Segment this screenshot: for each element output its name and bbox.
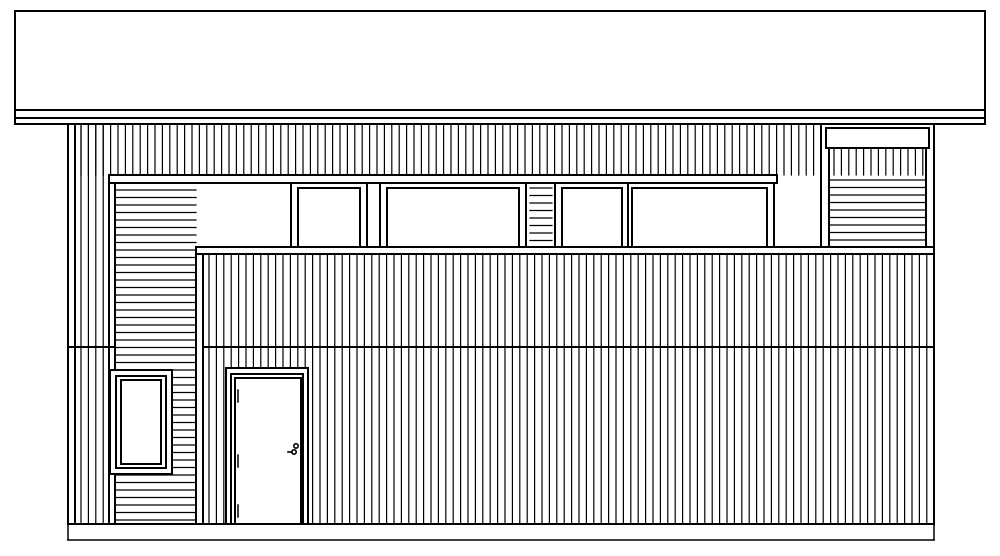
vertical-siding-front-volume (208, 253, 928, 525)
door-handle-icon (287, 442, 299, 455)
roof-fascia (14, 10, 986, 125)
vertical-siding-upper-wall (80, 123, 815, 176)
vertical-siding-right-top (833, 147, 924, 176)
vertical-siding-main-left (80, 123, 104, 525)
clerestory-window-2 (379, 182, 527, 248)
horizontal-siding-right-panel (828, 179, 927, 241)
horizontal-siding-mid-pier (529, 187, 553, 242)
entry-door (225, 367, 309, 525)
side-window (109, 369, 173, 475)
clerestory-window-1 (290, 182, 368, 248)
ground-line (67, 523, 935, 541)
right-upper-inset (820, 123, 935, 248)
clerestory-window-4 (627, 182, 775, 248)
front-volume-outline (195, 246, 935, 525)
clerestory-window-3 (554, 182, 629, 248)
horizontal-siding-left-panel (114, 189, 197, 521)
